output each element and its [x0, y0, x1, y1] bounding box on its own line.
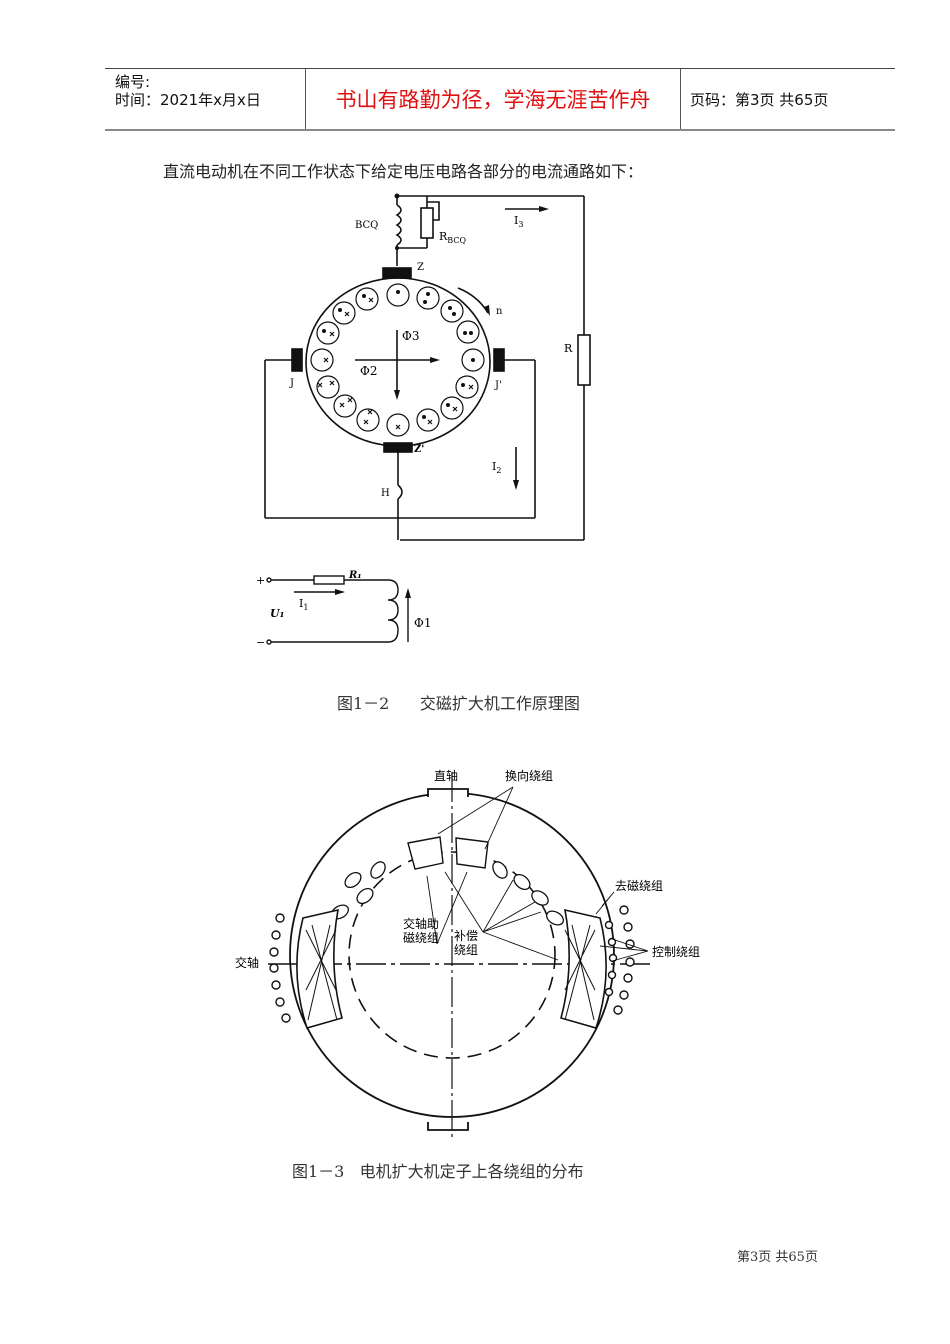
label-n: n — [496, 306, 503, 317]
motto: 书山有路勤为径，学海无涯苦作舟 — [306, 69, 681, 129]
label-r: R — [564, 342, 573, 355]
label-j: J — [289, 378, 294, 389]
label-phi2: Φ2 — [360, 364, 377, 378]
page-footer: 第3页 共65页 — [737, 1250, 818, 1265]
figure1-caption: 图1－2 交磁扩大机工作原理图 — [337, 694, 580, 713]
label-i2: I2 — [492, 460, 501, 475]
label-commutating-winding: 换向绕组 — [505, 768, 553, 783]
label-compensating-winding-2: 绕组 — [454, 943, 478, 957]
label-plus: + — [256, 574, 265, 587]
label-z: Z — [417, 262, 424, 273]
label-j-prime: J' — [494, 380, 502, 391]
intro-paragraph: 直流电动机在不同工作状态下给定电压电路各部分的电流通路如下： — [163, 162, 644, 181]
label-r1: R₁ — [348, 570, 362, 581]
label-phi1: Φ1 — [414, 616, 431, 630]
label-i1: I1 — [299, 597, 308, 612]
label-rbcq: RBCQ — [439, 230, 466, 245]
label-compensating-winding-1: 补偿 — [454, 928, 478, 943]
header-meta-cell: 编号: 时间：2021年x月x日 — [105, 69, 306, 129]
label-phi3: Φ3 — [402, 329, 419, 343]
page-info: 页码：第3页 共65页 — [690, 90, 829, 109]
figure2-caption: 图1－3 电机扩大机定子上各绕组的分布 — [292, 1162, 584, 1181]
label-q-axis: 交轴 — [235, 955, 259, 970]
label-q-axis-aux-winding-1: 交轴助 — [403, 916, 439, 931]
figure-circuit-diagram: BCQ RBCQ I3 Z n Φ3 Φ2 J J' R Z' I2 H + −… — [256, 193, 591, 649]
label-demagnetizing-winding: 去磁绕组 — [615, 878, 663, 893]
serial-label: 编号: — [115, 73, 151, 91]
label-z-prime: Z' — [414, 444, 424, 455]
date-line: 时间：2021年x月x日 — [115, 91, 261, 109]
page-header: 编号: 时间：2021年x月x日 书山有路勤为径，学海无涯苦作舟 页码：第3页 … — [105, 68, 895, 131]
label-control-winding: 控制绕组 — [652, 945, 700, 959]
label-d-axis: 直轴 — [434, 768, 458, 783]
label-minus: − — [256, 636, 265, 649]
label-bcq: BCQ — [355, 220, 378, 231]
figure-stator-diagram: 直轴 换向绕组 去磁绕组 交轴助 磁绕组 补偿 绕组 交轴 控制绕组 — [235, 768, 700, 1140]
label-u1: U₁ — [270, 607, 284, 620]
label-i3: I3 — [514, 214, 523, 229]
label-q-axis-aux-winding-2: 磁绕组 — [403, 930, 439, 945]
label-h: H — [381, 488, 390, 499]
